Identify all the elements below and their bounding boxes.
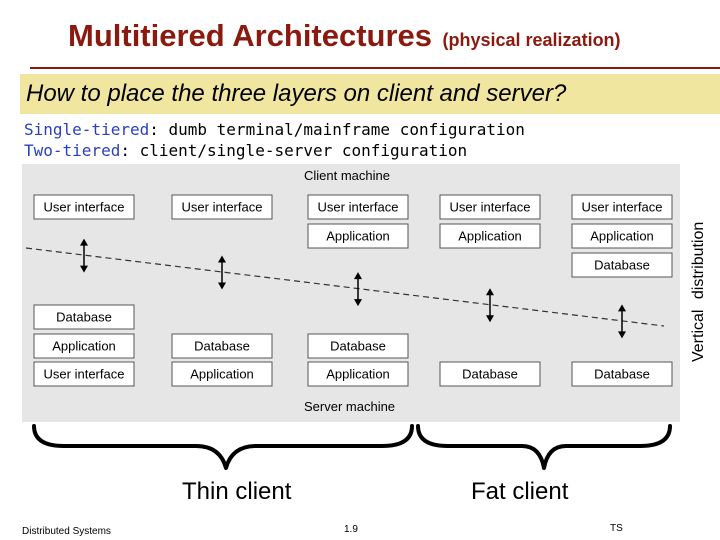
col2-client-0-label: User interface xyxy=(182,200,263,215)
thin-client-label: Thin client xyxy=(182,478,292,505)
col3-client-0-box xyxy=(307,194,409,220)
col2-client-0-box xyxy=(171,194,273,220)
desc-two-tiered: : client/single-server configuration xyxy=(120,141,468,160)
col3-server-0-box xyxy=(307,361,409,387)
col3-client-0-label: User interface xyxy=(318,200,399,215)
col1-server-1-label: Application xyxy=(52,339,116,354)
col5-tier-arrow xyxy=(618,304,626,339)
col4-client-1-box xyxy=(439,223,541,249)
term-single-tiered: Single-tiered xyxy=(24,120,150,139)
col5-client-2-box xyxy=(571,252,673,278)
col5-server-0-label: Database xyxy=(594,367,650,382)
architecture-figure: Client machine Server machine User inter… xyxy=(22,164,680,422)
question-banner xyxy=(20,74,720,114)
desc-single-tiered: : dumb terminal/mainframe configuration xyxy=(149,120,525,139)
col1-server-2-label: Database xyxy=(56,310,112,325)
footer-course: Distributed Systems xyxy=(22,526,111,537)
col5-client-1-label: Application xyxy=(590,229,654,244)
col5-server-0-box xyxy=(571,361,673,387)
col1-client-0-label: User interface xyxy=(44,200,125,215)
col2-tier-arrow xyxy=(218,255,226,290)
title-main: Multitiered Architectures xyxy=(68,18,433,53)
col4-server-0-label: Database xyxy=(462,367,518,382)
col3-server-1-label: Database xyxy=(330,339,386,354)
fat-client-label: Fat client xyxy=(471,478,569,505)
client-server-divider xyxy=(25,247,665,327)
col4-server-0-box xyxy=(439,361,541,387)
col1-server-1-box xyxy=(33,333,135,359)
col4-client-0-label: User interface xyxy=(450,200,531,215)
col5-client-2-label: Database xyxy=(594,258,650,273)
client-machine-label: Client machine xyxy=(304,168,390,183)
col1-client-0-box xyxy=(33,194,135,220)
col1-server-2-box xyxy=(33,304,135,330)
col1-server-0-label: User interface xyxy=(44,367,125,382)
col3-tier-arrow xyxy=(354,272,362,307)
footer-author: TS xyxy=(610,523,623,534)
thin-client-brace xyxy=(32,424,414,470)
col2-server-1-box xyxy=(171,333,273,359)
col3-server-0-label: Application xyxy=(326,367,390,382)
col2-server-0-box xyxy=(171,361,273,387)
slide-title: Multitiered Architectures (physical real… xyxy=(68,18,621,54)
line-single-tiered: Single-tiered: dumb terminal/mainframe c… xyxy=(24,120,525,139)
question-text: How to place the three layers on client … xyxy=(26,80,567,107)
col1-tier-arrow xyxy=(80,238,88,273)
col2-server-1-label: Database xyxy=(194,339,250,354)
server-machine-label: Server machine xyxy=(304,399,395,414)
footer-page-number: 1.9 xyxy=(344,524,358,535)
fat-client-brace xyxy=(416,424,672,470)
col3-client-1-box xyxy=(307,223,409,249)
col4-client-1-label: Application xyxy=(458,229,522,244)
col5-client-0-label: User interface xyxy=(582,200,663,215)
col3-server-1-box xyxy=(307,333,409,359)
col3-client-1-label: Application xyxy=(326,229,390,244)
col4-client-0-box xyxy=(439,194,541,220)
col5-client-0-box xyxy=(571,194,673,220)
col1-server-0-box xyxy=(33,361,135,387)
title-rule xyxy=(30,67,720,69)
line-two-tiered: Two-tiered: client/single-server configu… xyxy=(24,141,467,160)
col5-client-1-box xyxy=(571,223,673,249)
vertical-distribution-label: Vertical distribution xyxy=(690,221,707,362)
col4-tier-arrow xyxy=(486,288,494,323)
title-sub: (physical realization) xyxy=(442,30,621,50)
term-two-tiered: Two-tiered xyxy=(24,141,121,160)
col2-server-0-label: Application xyxy=(190,367,254,382)
